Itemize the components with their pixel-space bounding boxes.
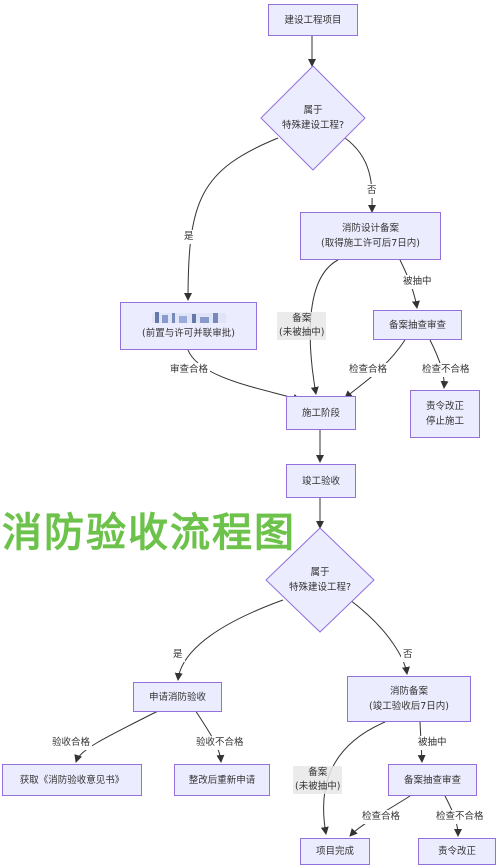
decision-bottom-text: 属于 特殊建设工程? [276,564,364,596]
edge-label-not-sampled-top: 备案 (未被抽中) [277,312,327,340]
node-filing-review-bottom: 备案抽查审查 [388,764,477,796]
edge-label-check-pass-top: 检查合格 [347,363,390,377]
edge-label-not-sampled-top-line2: (未被抽中) [279,327,325,338]
node-filing-bottom-line2: (竣工验收后7日内) [369,701,449,712]
node-rectify-bottom: 责令改正 [418,838,496,865]
decision-bottom-line1: 属于 [310,567,330,578]
edge-label-check-pass-bottom: 检查合格 [360,810,403,824]
node-apply-acceptance-label: 申请消防验收 [148,691,206,703]
decision-diamond-top [260,65,366,171]
edge-label-sampled-bottom: 被抽中 [416,736,449,750]
node-start: 建设工程项目 [268,4,358,36]
node-construction-label: 施工阶段 [301,407,340,419]
node-filing-review-label: 备案抽查审查 [388,319,446,331]
node-apply-acceptance: 申请消防验收 [133,682,222,712]
edge-label-accept-fail: 验收不合格 [194,736,246,750]
node-project-done: 项目完成 [300,838,370,865]
edge-no-filing [344,137,377,213]
decision-top-line1: 属于 [303,105,323,116]
edge-label-not-sampled-bottom-line1: 备案 [308,767,328,778]
node-get-opinion-label: 获取《消防验收意见书》 [19,774,125,786]
node-rectify-stop-line2: 停止施工 [425,416,464,427]
edge-yes-approval [184,137,279,301]
node-filing-bottom: 消防备案 (竣工验收后7日内) [347,676,471,722]
edge-yes-apply [174,599,284,681]
edge-label-sampled-top: 被抽中 [401,275,434,289]
edge-label-yes-top: 是 [182,230,196,244]
decision-top-text: 属于 特殊建设工程? [270,102,356,134]
node-project-done-label: 项目完成 [315,846,354,857]
node-design-filing-line1: 消防设计备案 [341,223,399,234]
node-rectify-bottom-label: 责令改正 [437,846,476,857]
node-approval-line2: (前置与许可并联审批) [142,328,235,339]
edge-label-check-fail-top: 检查不合格 [420,363,472,377]
edge-label-yes-bottom: 是 [171,648,185,662]
node-rectify-stop: 责令改正 停止施工 [410,390,480,438]
node-approval: (前置与许可并联审批) [120,302,257,350]
node-rectify-stop-line1: 责令改正 [425,401,464,412]
decision-top-line2: 特殊建设工程? [281,120,345,131]
node-rectify-reapply: 整改后重新申请 [174,764,270,796]
edge-label-accept-pass: 验收合格 [50,736,93,750]
edge-no-filing2 [349,599,410,675]
edge-label-review-pass: 审查合格 [168,363,211,377]
node-filing-bottom-line1: 消防备案 [389,686,428,697]
edge-label-not-sampled-bottom: 备案 (未被抽中) [293,766,343,794]
node-design-filing-line2: (取得施工许可后7日内) [321,238,420,249]
edge-label-no-bottom: 否 [401,648,415,662]
node-get-opinion: 获取《消防验收意见书》 [2,764,142,796]
node-construction: 施工阶段 [286,396,356,430]
edge-label-no-top: 否 [365,184,379,198]
redacted-stamp-icon [151,312,226,323]
edge-label-not-sampled-bottom-line2: (未被抽中) [295,781,341,792]
decision-diamond-bottom [265,527,375,633]
node-start-label: 建设工程项目 [284,14,342,26]
edge-label-not-sampled-top-line1: 备案 [292,313,312,324]
edge-label-check-fail-bottom: 检查不合格 [434,810,486,824]
watermark-title: 消防验收流程图 [2,510,296,556]
node-rectify-reapply-label: 整改后重新申请 [188,774,256,786]
edge-apply-opinion [74,709,161,763]
node-filing-review-bottom-label: 备案抽查审查 [403,774,461,786]
node-design-filing: 消防设计备案 (取得施工许可后7日内) [300,212,441,260]
decision-bottom-line2: 特殊建设工程? [288,582,352,593]
node-completion-label: 竣工验收 [301,475,340,487]
node-completion: 竣工验收 [286,464,356,498]
node-filing-review: 备案抽查审查 [373,310,462,340]
